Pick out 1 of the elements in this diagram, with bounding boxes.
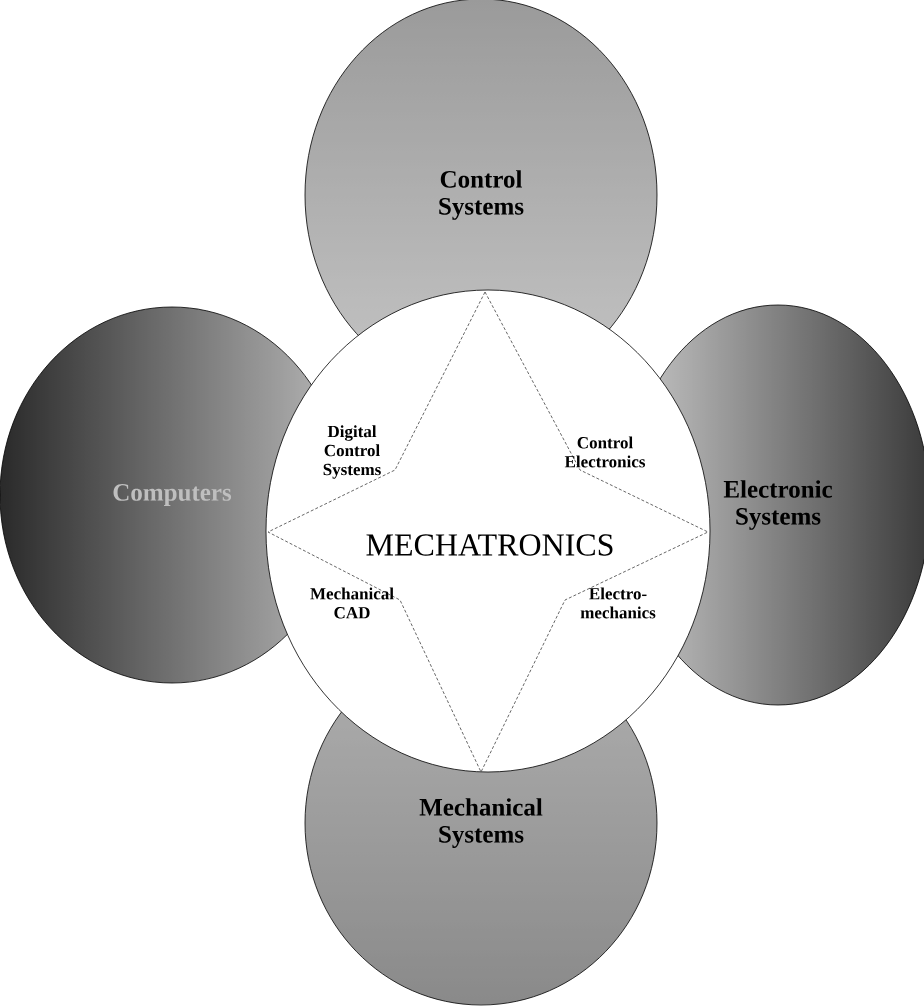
center-title: MECHATRONICS <box>366 534 613 556</box>
